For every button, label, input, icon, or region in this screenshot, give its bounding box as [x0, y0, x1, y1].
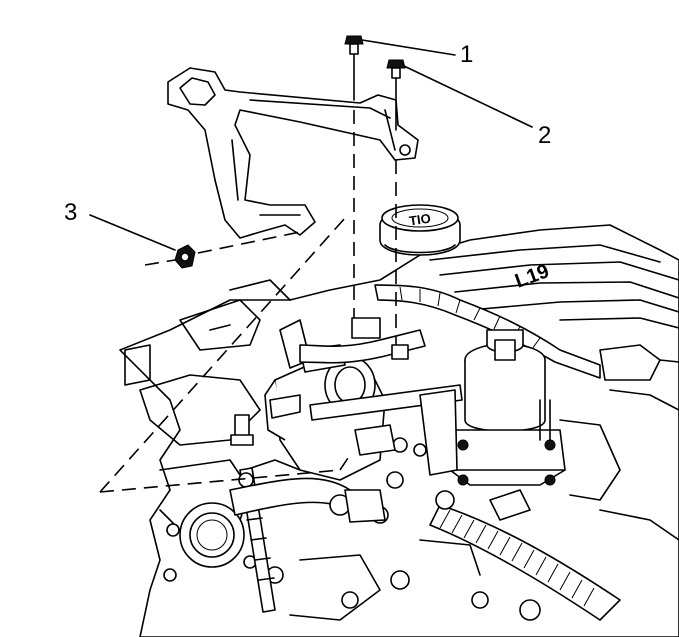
bracket	[167, 67, 419, 239]
engine-assembly	[119, 224, 679, 637]
callout-3-label: 3	[64, 199, 77, 226]
callout-1-label: 1	[460, 41, 473, 68]
callout-2: 2	[403, 65, 551, 149]
stud-reference-lines	[99, 217, 351, 493]
cap-marking: TIO	[408, 211, 432, 229]
bolt-2	[386, 59, 406, 131]
nut-3-alignment-line	[144, 231, 301, 266]
egr-valve	[449, 329, 566, 486]
callout-3: 3	[64, 199, 176, 251]
nut-3	[174, 244, 196, 269]
callout-2-label: 2	[538, 122, 551, 149]
oil-fill-cap: TIO	[379, 204, 461, 256]
callout-1: 1	[361, 39, 473, 68]
bolt-1	[344, 35, 364, 101]
